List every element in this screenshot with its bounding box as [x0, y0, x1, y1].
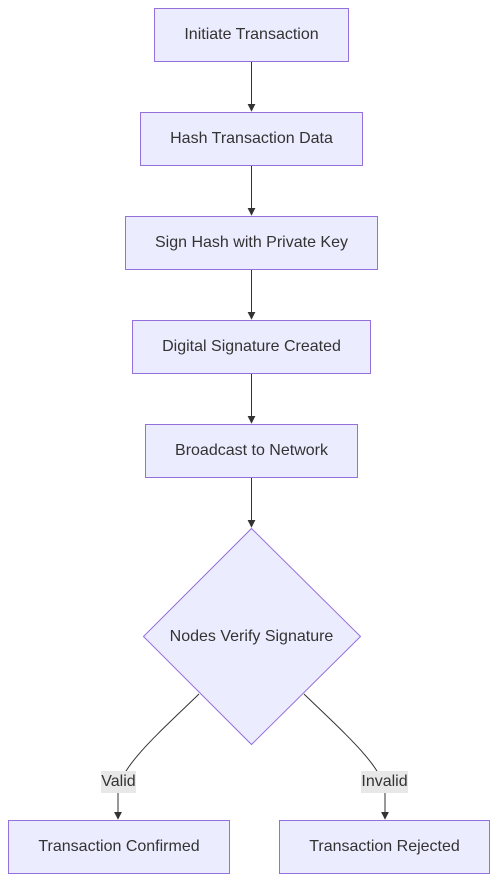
- node-transaction-confirmed: Transaction Confirmed: [8, 820, 230, 874]
- node-broadcast-to-network: Broadcast to Network: [145, 424, 358, 478]
- node-broadcast-label: Broadcast to Network: [175, 442, 329, 459]
- edge-label-invalid: Invalid: [361, 771, 408, 793]
- edge-label-valid-text: Valid: [101, 773, 135, 790]
- node-initiate-transaction: Initiate Transaction: [154, 8, 349, 62]
- node-transaction-rejected: Transaction Rejected: [279, 820, 490, 874]
- edge-label-valid: Valid: [101, 771, 136, 793]
- node-initiate-label: Initiate Transaction: [184, 26, 318, 43]
- edge-verify-to-confirmed: [114, 693, 200, 820]
- node-digital-signature-created: Digital Signature Created: [132, 320, 371, 374]
- decision-nodes-verify-signature: Nodes Verify Signature: [142, 527, 362, 746]
- node-sign-hash: Sign Hash with Private Key: [125, 216, 378, 270]
- edge-verify-to-rejected: [303, 693, 389, 820]
- node-hash-transaction-data: Hash Transaction Data: [140, 112, 363, 166]
- decision-verify-label: Nodes Verify Signature: [170, 628, 334, 645]
- node-sign-label: Sign Hash with Private Key: [155, 234, 348, 251]
- node-confirmed-label: Transaction Confirmed: [38, 838, 199, 855]
- node-rejected-label: Transaction Rejected: [309, 838, 460, 855]
- node-hash-label: Hash Transaction Data: [170, 130, 333, 147]
- node-signature-label: Digital Signature Created: [162, 338, 341, 355]
- edge-label-invalid-text: Invalid: [361, 773, 407, 790]
